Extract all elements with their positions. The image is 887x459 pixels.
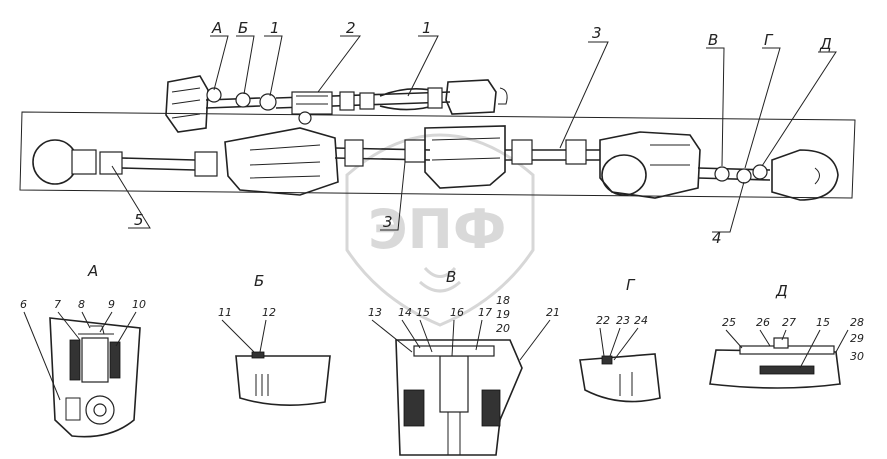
detail-A-label-7: 7 [54,298,61,311]
detail-A-title: А [87,262,98,280]
detail-B: Б 11 12 [218,272,331,406]
detail-G-label-24: 24 [634,314,648,327]
callout-G: Г [764,31,774,49]
detail-V-label-17: 17 [478,306,492,319]
detail-D-label-27: 27 [782,316,796,329]
detail-D-label-15: 15 [816,316,830,329]
callout-1b: 1 [422,19,432,37]
detail-D-label-29: 29 [850,332,864,345]
detail-A-label-10: 10 [132,298,146,311]
detail-V-label-15: 15 [416,306,430,319]
lower-callouts: 5 3 4 [111,161,745,247]
detail-G-title: Г [626,276,636,294]
detail-D-label-28: 28 [850,316,864,329]
detail-G-label-22: 22 [596,314,610,327]
callout-V: В [708,31,718,49]
detail-A-label-9: 9 [108,298,115,311]
detail-V: В 13 14 15 16 17 18 19 20 21 [368,268,560,456]
callout-3a: 3 [592,24,602,42]
upper-driveline [165,75,508,133]
detail-D-label-26: 26 [756,316,770,329]
callout-5: 5 [134,211,144,229]
watermark-logo: ЭПФ [345,133,535,327]
callout-4: 4 [712,229,722,247]
callout-A: А [211,19,222,37]
detail-A: А 6 7 8 9 10 [20,262,146,438]
detail-A-label-6: 6 [20,298,27,311]
detail-V-label-21: 21 [546,306,560,319]
detail-D-label-25: 25 [722,316,736,329]
detail-V-title: В [446,268,456,286]
detail-B-label-11: 11 [218,306,232,319]
detail-D-label-30: 30 [850,350,864,363]
detail-D-title: Д [775,282,788,300]
callout-1a: 1 [270,19,280,37]
callout-D: Д [819,35,832,53]
detail-G-label-23: 23 [616,314,630,327]
detail-V-label-13: 13 [368,306,382,319]
frame-outline [19,111,856,199]
detail-D: Д 25 26 27 15 28 29 30 [709,282,864,389]
detail-V-label-20: 20 [496,322,510,335]
callout-2: 2 [346,19,356,37]
detail-B-title: Б [254,272,264,290]
detail-A-label-8: 8 [78,298,85,311]
callout-B: Б [238,19,248,37]
detail-V-label-19: 19 [496,308,510,321]
detail-B-label-12: 12 [262,306,276,319]
detail-V-label-14: 14 [398,306,412,319]
detail-V-label-16: 16 [450,306,464,319]
top-callouts: А Б 1 2 1 3 В Г Д [210,19,837,169]
detail-G: Г 22 23 24 [579,276,661,403]
detail-V-label-18: 18 [496,294,510,307]
lower-driveline [32,125,839,201]
callout-3b: 3 [383,213,393,231]
